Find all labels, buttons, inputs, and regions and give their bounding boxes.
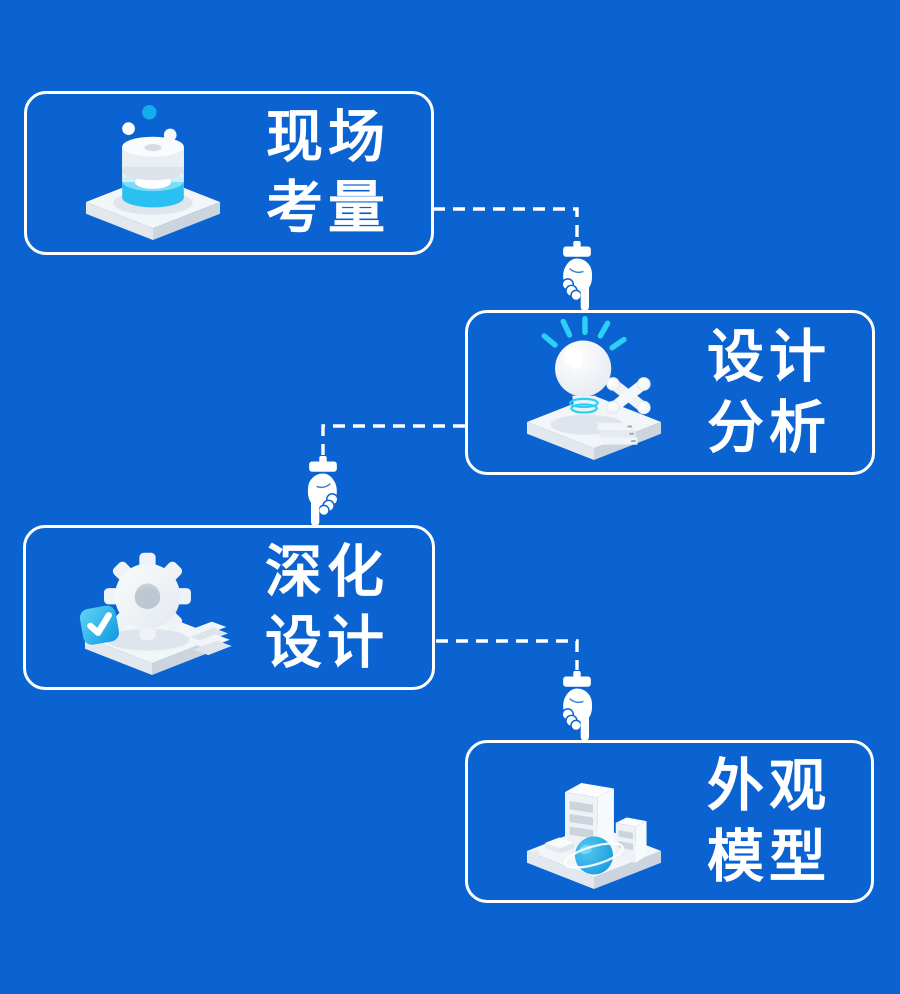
pebble-shape [531, 849, 540, 857]
gear-check-3d-icon [79, 552, 232, 675]
step-2-title-line2: 分析 [707, 395, 831, 460]
buildings-globe-3d-icon [526, 782, 661, 889]
step-2-icon-wrap [486, 315, 701, 470]
sheet-stack-shape [187, 621, 232, 655]
step-4-icon-wrap [486, 745, 701, 899]
step-card-site-survey: 现场 考量 [24, 91, 434, 255]
step-1-icon-wrap [45, 96, 260, 250]
step-1-title-line1: 现场 [266, 105, 390, 169]
pointing-hand-down-icon [561, 241, 593, 312]
step-3-title-line2: 设计 [265, 610, 389, 675]
lightbulb-idea-3d-icon [526, 315, 661, 460]
pointing-hand-down-icon [561, 671, 593, 742]
light-rays [540, 315, 627, 350]
short-building-shape [615, 816, 647, 863]
step-card-appearance-model: 外观 模型 [465, 740, 874, 903]
paper-stack-shape [597, 422, 637, 445]
check-badge [79, 605, 119, 645]
molecule-shape [605, 376, 651, 414]
step-4-title: 外观 模型 [707, 751, 831, 893]
step-4-title-line2: 模型 [707, 824, 831, 889]
step-1-title-line2: 考量 [266, 176, 390, 240]
step-4-title-line1: 外观 [707, 753, 831, 818]
step-1-title: 现场 考量 [266, 102, 390, 244]
step-2-title: 设计 分析 [707, 322, 831, 464]
connector-3-dashed-line [436, 639, 579, 670]
flat-box-shape [544, 836, 574, 854]
connector-1-dashed-line [433, 207, 579, 240]
connector-2-dashed-line [321, 424, 465, 455]
gear-shape [103, 552, 191, 640]
step-3-title: 深化 设计 [265, 537, 389, 679]
step-3-title-line1: 深化 [265, 539, 389, 604]
step-3-icon-wrap [44, 531, 259, 685]
survey-cylinder-3d-icon [85, 105, 220, 241]
step-2-title-line1: 设计 [707, 324, 831, 389]
step-card-design-analysis: 设计 分析 [465, 310, 875, 475]
step-card-detailed-design: 深化 设计 [23, 525, 435, 690]
pointing-hand-down-icon [307, 456, 339, 527]
globe-shape [563, 835, 624, 875]
